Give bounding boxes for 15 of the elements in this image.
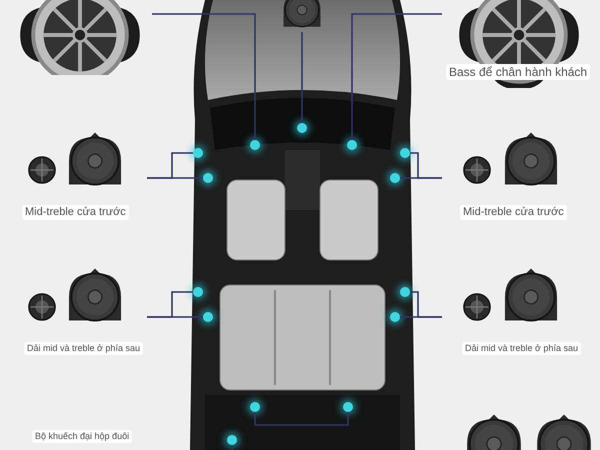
leader-line (231, 445, 233, 450)
speaker-caption: Bass để chân hành khách (446, 64, 590, 80)
leader-line (300, 412, 349, 426)
leader-line (147, 177, 203, 179)
speaker-location-dot (193, 148, 203, 158)
leader-line (254, 412, 300, 426)
leader-line (301, 32, 303, 123)
speaker-caption: Dải mid và treble ở phía sau (462, 342, 581, 355)
speaker-caption: Mid-treble cửa trước (460, 205, 567, 220)
speaker-caption: Dải mid và treble ở phía sau (24, 342, 143, 355)
leader-line (400, 316, 442, 318)
leader-line (400, 177, 442, 179)
speaker-caption: Bộ khuếch đại hộp đuôi (32, 430, 132, 443)
leader-line (147, 316, 203, 318)
speaker-caption: Mid-treble cửa trước (22, 205, 129, 220)
